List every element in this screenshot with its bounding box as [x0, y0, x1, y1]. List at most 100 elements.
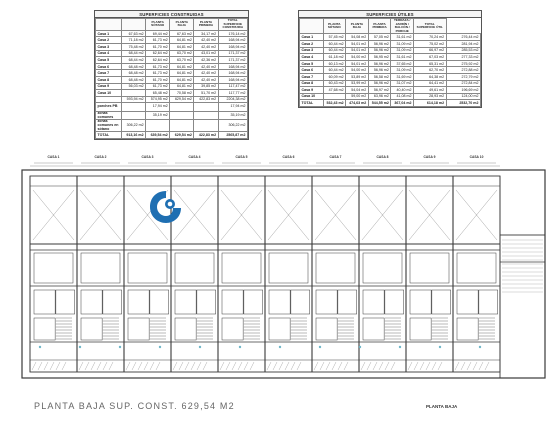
plan-marker — [158, 345, 162, 349]
plan-room — [478, 289, 498, 315]
house-tag: CASA 8 — [377, 155, 389, 159]
plan-line — [343, 361, 349, 371]
plan-line — [390, 361, 396, 371]
plan-room — [80, 252, 121, 284]
plan-line — [31, 361, 37, 371]
house-tag: CASA 5 — [236, 155, 248, 159]
column-header: TOTAL SUPERFICIE CONSTRUIDA — [217, 18, 249, 31]
column-header — [299, 17, 324, 35]
house-tag: CASA 4 — [189, 155, 201, 159]
plan-line — [408, 189, 451, 241]
plan-line — [143, 361, 149, 371]
plan-room — [174, 289, 197, 315]
house-tag: CASA 7 — [330, 155, 342, 159]
plan-line — [331, 361, 337, 371]
plan-room — [456, 252, 497, 284]
plan-line — [84, 361, 90, 371]
house-tag: CASA 6 — [283, 155, 295, 159]
table-cell: 474,63 m2 — [345, 99, 369, 107]
plan-marker — [198, 345, 202, 349]
plan-line — [384, 361, 390, 371]
column-header: PLANTA BAJA — [345, 17, 369, 35]
plan-line — [360, 361, 366, 371]
plan-room — [268, 317, 291, 341]
plan-marker — [358, 345, 362, 349]
plan-room — [268, 252, 309, 284]
plan-room — [55, 289, 75, 315]
plan-marker — [118, 345, 122, 349]
plan-line — [413, 361, 419, 371]
plan-line — [267, 189, 310, 241]
table-cell — [145, 119, 171, 133]
plan-title-label: PLANTA BAJA — [426, 404, 458, 409]
plan-line — [361, 189, 404, 241]
table-cell: 306,22 m2 — [120, 119, 147, 133]
house-tag: CASA 2 — [95, 155, 107, 159]
plan-line — [61, 361, 67, 371]
plan-room — [174, 317, 197, 341]
plan-line — [437, 361, 443, 371]
plan-line — [184, 361, 190, 371]
table-cell: 544,55 m2 — [367, 99, 392, 107]
plan-line — [472, 361, 478, 371]
plan-line — [155, 361, 161, 371]
row-label: zonas comunes en sótano — [95, 119, 122, 133]
plan-line — [219, 361, 225, 371]
plan-room — [33, 252, 74, 284]
plan-line — [178, 361, 184, 371]
logo-icon — [146, 187, 186, 227]
plan-line — [49, 361, 55, 371]
column-header: TOTAL SUPERFICIE ÚTIL — [413, 17, 447, 35]
plan-line — [78, 361, 84, 371]
plan-line — [125, 361, 131, 371]
plan-line — [319, 361, 325, 371]
plan-room — [149, 289, 169, 315]
plan-marker — [38, 345, 42, 349]
plan-line — [231, 361, 237, 371]
plan-line — [190, 361, 196, 371]
plan-room — [409, 317, 432, 341]
plan-line — [249, 361, 255, 371]
table-title: SUPERFICIES ÚTILES — [299, 11, 481, 18]
plan-line — [366, 361, 372, 371]
plan-room — [80, 289, 103, 315]
plan-room — [384, 289, 404, 315]
plan-room — [221, 252, 262, 284]
plan-line — [96, 361, 102, 371]
table-cell: 639,54 m2 — [145, 131, 171, 139]
plan-line — [278, 361, 284, 371]
table-cell: 306,22 m2 — [217, 119, 249, 133]
plan-marker — [478, 345, 482, 349]
column-header: PLANTA BAJA — [169, 18, 195, 31]
plan-line — [455, 189, 498, 241]
plan-line — [225, 361, 231, 371]
plan-room — [174, 252, 215, 284]
table-cell: 629,54 m2 — [169, 131, 195, 139]
plan-room — [33, 317, 56, 341]
plan-room — [362, 252, 403, 284]
table-cell: 2532,70 m2 — [445, 99, 482, 107]
plan-room — [21, 169, 546, 379]
plan-line — [431, 361, 437, 371]
house-tag: CASA 3 — [142, 155, 154, 159]
plan-line — [173, 189, 216, 241]
plan-line — [407, 361, 413, 371]
house-tag: CASA 1 — [48, 155, 60, 159]
plan-line — [131, 361, 137, 371]
plan-line — [220, 189, 263, 241]
table-cell: 2565,87 m2 — [217, 131, 249, 139]
plan-room — [221, 317, 244, 341]
plan-room — [80, 317, 103, 341]
plan-room — [315, 317, 338, 341]
plan-line — [296, 361, 302, 371]
plan-room — [409, 289, 432, 315]
plan-marker — [398, 345, 402, 349]
